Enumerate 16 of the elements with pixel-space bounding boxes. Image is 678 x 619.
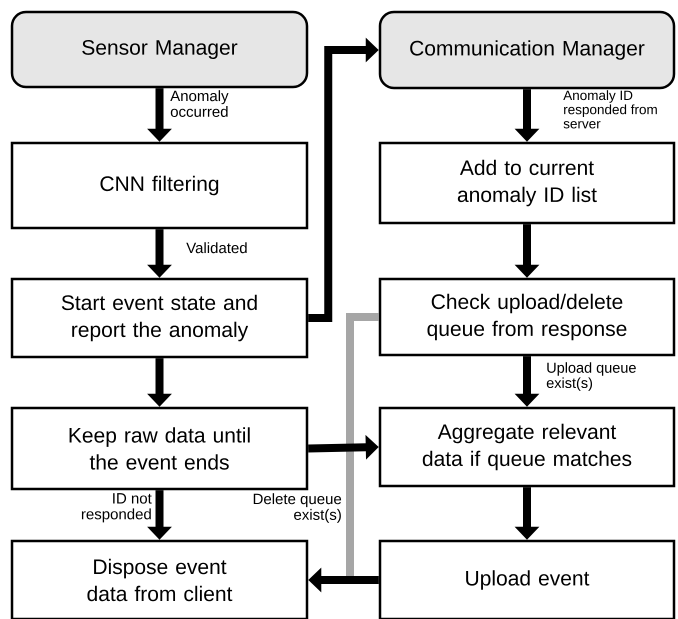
process-box: Check upload/delete queue from response [378,278,676,356]
process-box: Aggregate relevant data if queue matches [378,406,676,488]
process-box: Keep raw data until the event ends [10,406,308,490]
process-box: Dispose event data from client [10,540,308,619]
manager-box: Sensor Manager [10,10,308,88]
edge-label: Upload queue exist(s) [546,362,636,391]
edge-label: Anomaly ID responded from server [563,90,657,128]
manager-box: Communication Manager [378,10,676,90]
edge-label: Validated [186,242,247,254]
process-box: CNN filtering [10,142,308,230]
edge-label: Anomaly occurred [170,90,229,117]
edge-label: ID not responded [82,493,152,522]
process-box: Upload event [378,540,676,619]
process-box: Start event state and report the anomaly [10,278,308,358]
edge-label: Delete queue exist(s) [254,493,342,523]
process-box: Add to current anomaly ID list [378,142,676,224]
